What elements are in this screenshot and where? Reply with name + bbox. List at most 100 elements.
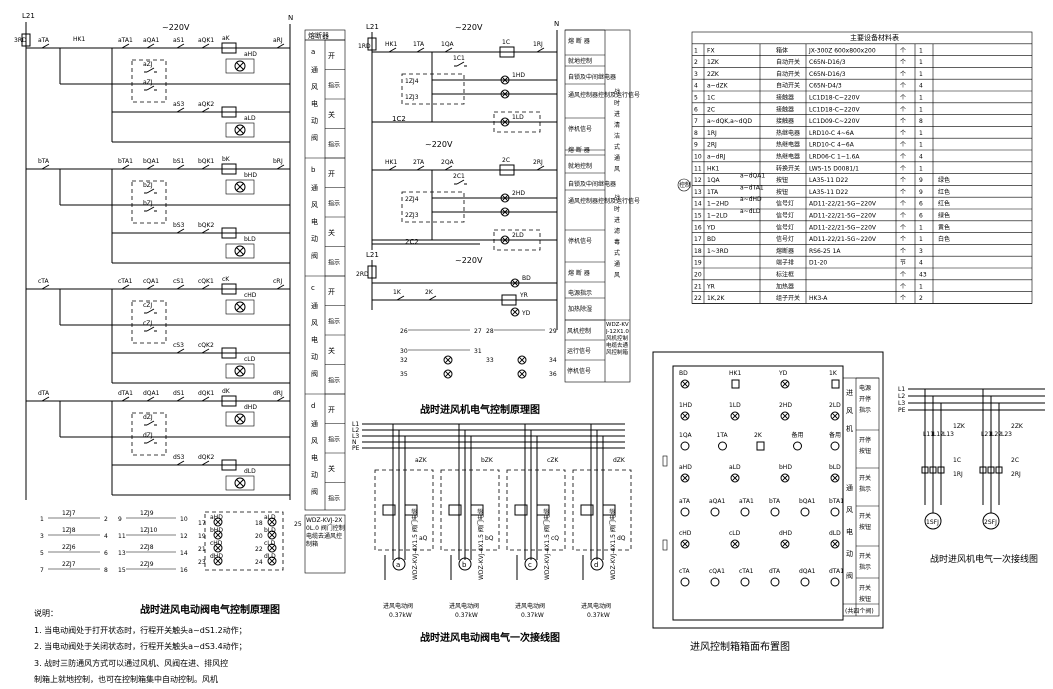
material-row-code: YD bbox=[706, 224, 716, 231]
fan-2-ld-box bbox=[493, 229, 541, 251]
terminal-lamp-label: dHD bbox=[210, 553, 223, 560]
terminal-lamp bbox=[267, 556, 277, 566]
terminal-number: 11 bbox=[118, 533, 126, 540]
panel-lamp bbox=[780, 473, 790, 483]
contact-blade bbox=[201, 396, 210, 402]
panel-button bbox=[718, 441, 727, 451]
lamp-cross bbox=[681, 474, 689, 482]
lamp-cross bbox=[214, 544, 222, 552]
material-row-note: 红色 bbox=[938, 200, 950, 208]
center-phase2: L21 bbox=[366, 251, 379, 259]
lamp-cross bbox=[518, 356, 526, 364]
primary-diagram-title: 战时进风电动阀电气一次接线图 bbox=[420, 631, 560, 644]
left-side-cell-label: 指示 bbox=[328, 82, 340, 90]
motor-b-contactor-label: bQ bbox=[485, 535, 494, 542]
center-terminal-number: 28 bbox=[486, 328, 494, 335]
material-row-code: 1K,2K bbox=[707, 295, 725, 302]
material-side-label: 控制 bbox=[679, 181, 691, 189]
terminal-number: 4 bbox=[104, 533, 108, 540]
contact-blade bbox=[201, 164, 210, 170]
material-row-qty: 1 bbox=[919, 283, 923, 290]
center-terminal-lamp bbox=[517, 355, 527, 365]
damper-c-hd-label: cHD bbox=[244, 292, 257, 299]
material-row-no: 18 bbox=[694, 248, 702, 255]
motor-c-contactor-label: cQ bbox=[551, 535, 559, 542]
terminal-number: 3 bbox=[40, 533, 44, 540]
lamp-cross bbox=[681, 380, 689, 388]
material-row-qty: 9 bbox=[919, 177, 923, 184]
damper-a-s1: aS1 bbox=[173, 37, 184, 44]
panel-device-label: 2LD bbox=[829, 402, 841, 409]
material-row-note: 黄色 bbox=[938, 223, 950, 231]
center-1c2: 1C2 bbox=[392, 115, 406, 123]
damper-d-qk1: dQK1 bbox=[198, 390, 214, 397]
damper-d-zj-a: dZJ bbox=[143, 414, 153, 421]
damper-b-qk2: bQK2 bbox=[198, 222, 214, 229]
terminal-number: 5 bbox=[40, 550, 44, 557]
damper-b-hold-box bbox=[131, 180, 167, 224]
material-row-code: a~dZK bbox=[707, 83, 729, 90]
material-table-title: 主要设备材料表 bbox=[850, 33, 899, 42]
terminal-number: 1 bbox=[40, 516, 44, 523]
fan-1-hd1-lamp bbox=[500, 89, 510, 99]
panel-device-label: aLD bbox=[729, 464, 741, 471]
center-terminal-number: 29 bbox=[549, 328, 557, 335]
motor-b-contactor-box bbox=[440, 469, 500, 551]
notes-line-3: 3. 战时三防通风方式可以通过风机、风阀在进、排风控 bbox=[34, 658, 229, 668]
left-side-vchar: 动 bbox=[311, 234, 318, 243]
damper-c-close-lamp-frame bbox=[225, 363, 255, 379]
center-side-vchar: 进 bbox=[614, 216, 620, 224]
panel-button bbox=[680, 441, 690, 451]
contact-blade bbox=[121, 284, 130, 290]
fan-1-ta: 1TA bbox=[413, 41, 425, 48]
panel-lamp bbox=[730, 539, 740, 549]
terminal-number: 24 bbox=[255, 559, 263, 566]
material-row-qty: 1 bbox=[919, 142, 923, 149]
lamp-cross bbox=[501, 208, 509, 216]
damper-a-hd-label: aHD bbox=[244, 51, 257, 58]
panel-legend-row-label: 指示 bbox=[859, 485, 871, 493]
material-row-unit: 个 bbox=[900, 83, 906, 90]
material-row-name: 信号灯 bbox=[776, 235, 794, 243]
terminal-number: 13 bbox=[118, 550, 126, 557]
terminal-lamp-label: cLD bbox=[264, 540, 276, 547]
terminal-lamp bbox=[213, 530, 223, 540]
material-row-spec: LC1D18-C~220V bbox=[809, 95, 860, 102]
damper-d-coil-label: dK bbox=[222, 388, 231, 395]
material-row-qty: 1 bbox=[919, 106, 923, 113]
material-row-name: 热继电器 bbox=[776, 129, 800, 137]
fan-contactor-label: 2C bbox=[1011, 457, 1019, 464]
material-row-code: 2RJ bbox=[707, 142, 717, 149]
material-row-code2: a~dQA1 bbox=[740, 173, 765, 180]
material-row-qty: 8 bbox=[919, 118, 923, 125]
material-row-qty: 1 bbox=[919, 224, 923, 231]
terminal-lamp-label: aHD bbox=[210, 514, 223, 521]
terminal-lamp-label: cHD bbox=[210, 540, 223, 547]
fan-2-contactor-coil bbox=[499, 164, 515, 176]
damper-d-open-lamp-frame bbox=[225, 411, 255, 427]
material-row-code: 1C bbox=[707, 95, 715, 102]
panel-device-label: cTA bbox=[679, 568, 690, 575]
left-side-cell-label: 关 bbox=[328, 110, 335, 119]
fan-2-contactor-label: 2C bbox=[502, 157, 510, 164]
left-side-cell-label: 开 bbox=[328, 406, 335, 414]
contact-blade bbox=[146, 188, 155, 194]
terminal-lamp-label: bHD bbox=[210, 527, 223, 534]
damper-b-s1: bS1 bbox=[173, 158, 185, 165]
terminal-lamp bbox=[213, 543, 223, 553]
damper-d-ld-label: dLD bbox=[244, 468, 256, 475]
center-terminal-number: 32 bbox=[400, 357, 408, 364]
lamp-cross bbox=[681, 412, 689, 420]
center-side-row-label: 熔 断 器 bbox=[568, 146, 590, 154]
motor-b-cable-label: WDZ-KVJ-4X1.5 阀门电缆 bbox=[477, 508, 485, 580]
terminal-relay-label: 1ZJ9 bbox=[140, 510, 154, 517]
center-terminal-lamp bbox=[443, 355, 453, 365]
terminal-number: 19 bbox=[198, 533, 206, 540]
lamp-cross bbox=[268, 544, 276, 552]
lamp-cross bbox=[511, 308, 519, 316]
material-row-no: 19 bbox=[694, 260, 702, 267]
material-row-unit: 个 bbox=[900, 130, 906, 137]
damper-d-close-lamp-frame bbox=[225, 475, 255, 491]
damper-d-hd-label: dHD bbox=[244, 404, 257, 411]
